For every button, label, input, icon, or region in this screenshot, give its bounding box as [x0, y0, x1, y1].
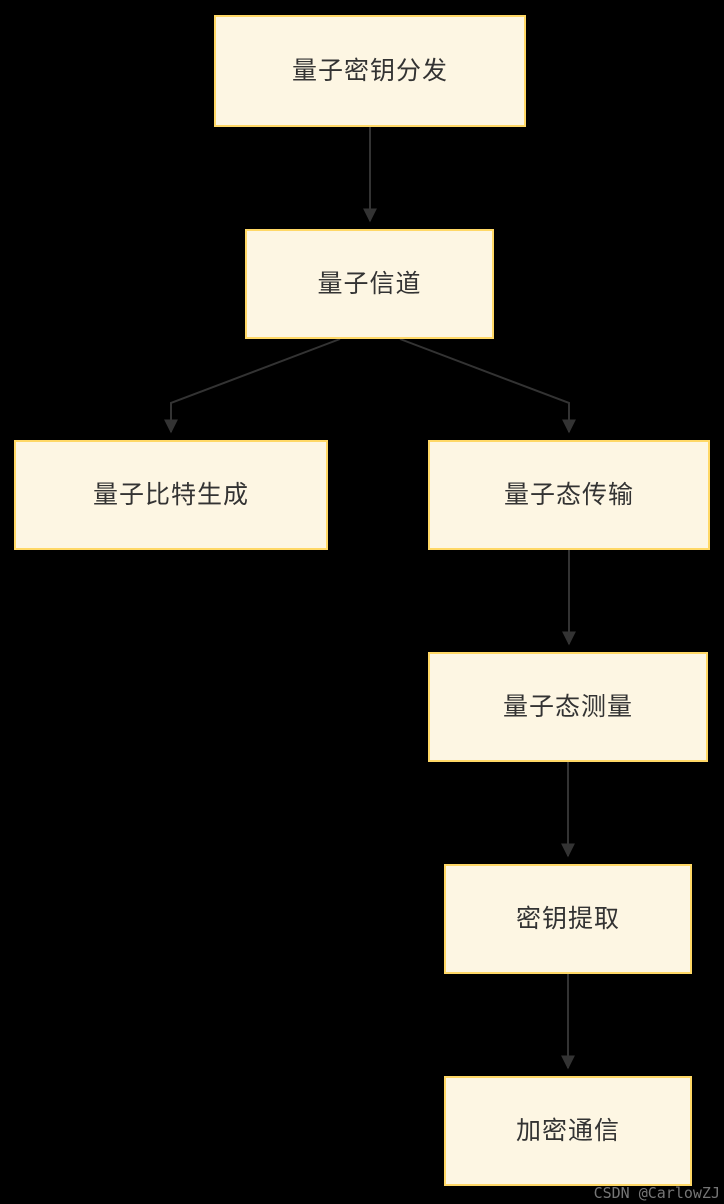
node-label: 量子态测量	[502, 693, 633, 721]
edge-channel-to-state_tx	[399, 338, 576, 434]
node-key-extraction[interactable]: 密钥提取	[444, 864, 692, 974]
node-label: 密钥提取	[515, 905, 620, 933]
node-qubit-generation[interactable]: 量子比特生成	[14, 440, 328, 550]
node-label: 量子态传输	[503, 481, 634, 509]
node-qkd[interactable]: 量子密钥分发	[214, 15, 526, 127]
edge-channel-to-qubit_gen	[164, 338, 341, 434]
node-label: 加密通信	[515, 1117, 620, 1145]
node-label: 量子比特生成	[92, 481, 249, 509]
node-state-transmission[interactable]: 量子态传输	[428, 440, 710, 550]
watermark: CSDN @CarlowZJ	[593, 1184, 720, 1202]
node-label: 量子信道	[317, 270, 422, 298]
node-encrypted-communication[interactable]: 加密通信	[444, 1076, 692, 1186]
node-label: 量子密钥分发	[291, 57, 448, 85]
node-state-measurement[interactable]: 量子态测量	[428, 652, 708, 762]
node-quantum-channel[interactable]: 量子信道	[245, 229, 494, 339]
